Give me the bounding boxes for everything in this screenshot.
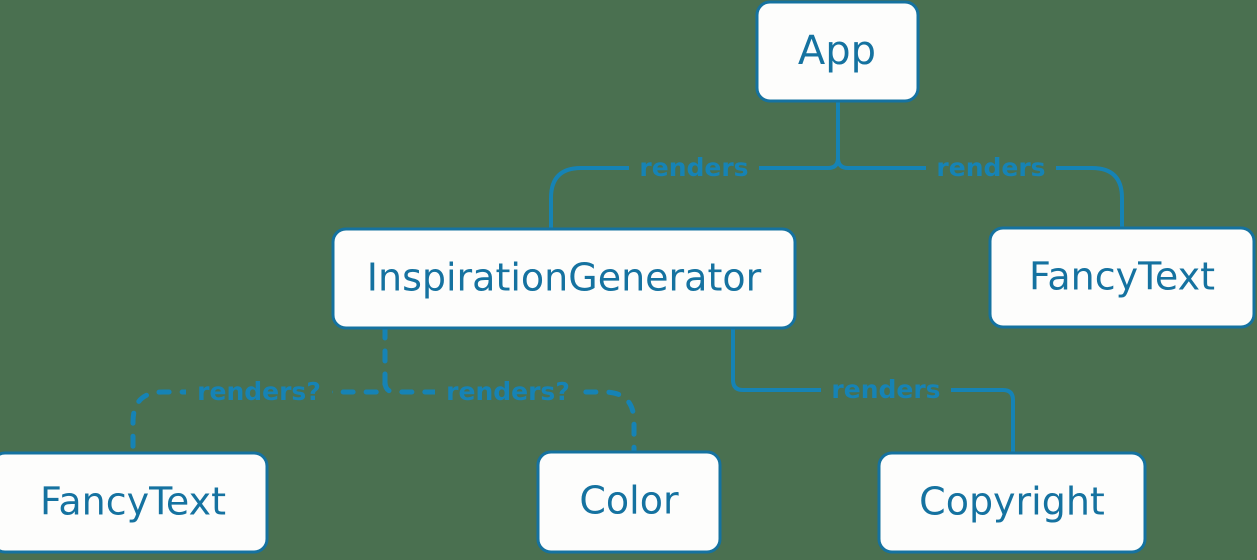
node-inspiration-generator-label: InspirationGenerator [367, 256, 762, 300]
node-color-box[interactable] [536, 450, 722, 554]
edge-label-backdrop [821, 377, 951, 404]
edge-label-group-app-fancytext: renders [926, 153, 1056, 182]
node-app-box[interactable] [755, 0, 920, 103]
node-fancytext-top[interactable]: FancyText [988, 226, 1256, 329]
node-fancytext-top-label: FancyText [1029, 255, 1215, 299]
edge-inspgen-to-color-path [382, 379, 637, 455]
edge-app-to-inspgen-path [549, 156, 840, 231]
node-fancytext-bottom-label: FancyText [40, 480, 226, 524]
edge-label-renders-app-inspgen: renders [639, 153, 748, 182]
node-fancytext-bottom-box[interactable] [0, 451, 269, 554]
node-app-label: App [798, 28, 876, 74]
node-fancytext-top-box[interactable] [988, 226, 1256, 329]
node-inspiration-generator[interactable]: InspirationGenerator [331, 227, 797, 330]
edge-label-renders-q-inspgen-fancytext: renders? [197, 377, 321, 406]
node-app[interactable]: App [755, 0, 920, 103]
edge-label-group-inspgen-fancytext: renders? [186, 377, 332, 406]
edge-label-backdrop [926, 155, 1056, 182]
edge-label-group-inspgen-color: renders? [435, 377, 581, 406]
node-inspiration-generator-box[interactable] [331, 227, 797, 330]
node-color-label: Color [579, 479, 679, 523]
edge-label-renders-q-inspgen-color: renders? [446, 377, 570, 406]
edge-label-group-app-inspgen: renders [629, 153, 759, 182]
edge-inspgen-dashed-branches [130, 325, 637, 456]
edge-label-backdrop [186, 379, 332, 406]
node-color[interactable]: Color [536, 450, 722, 554]
node-copyright[interactable]: Copyright [877, 451, 1147, 554]
edge-label-backdrop [435, 379, 581, 406]
node-copyright-label: Copyright [919, 480, 1105, 524]
edge-label-renders-inspgen-copyright: renders [831, 375, 940, 404]
edge-label-backdrop [629, 155, 759, 182]
node-fancytext-bottom[interactable]: FancyText [0, 451, 269, 554]
edge-label-renders-app-fancytext: renders [936, 153, 1045, 182]
edge-label-group-inspgen-copyright: renders [821, 375, 951, 404]
node-copyright-box[interactable] [877, 451, 1147, 554]
